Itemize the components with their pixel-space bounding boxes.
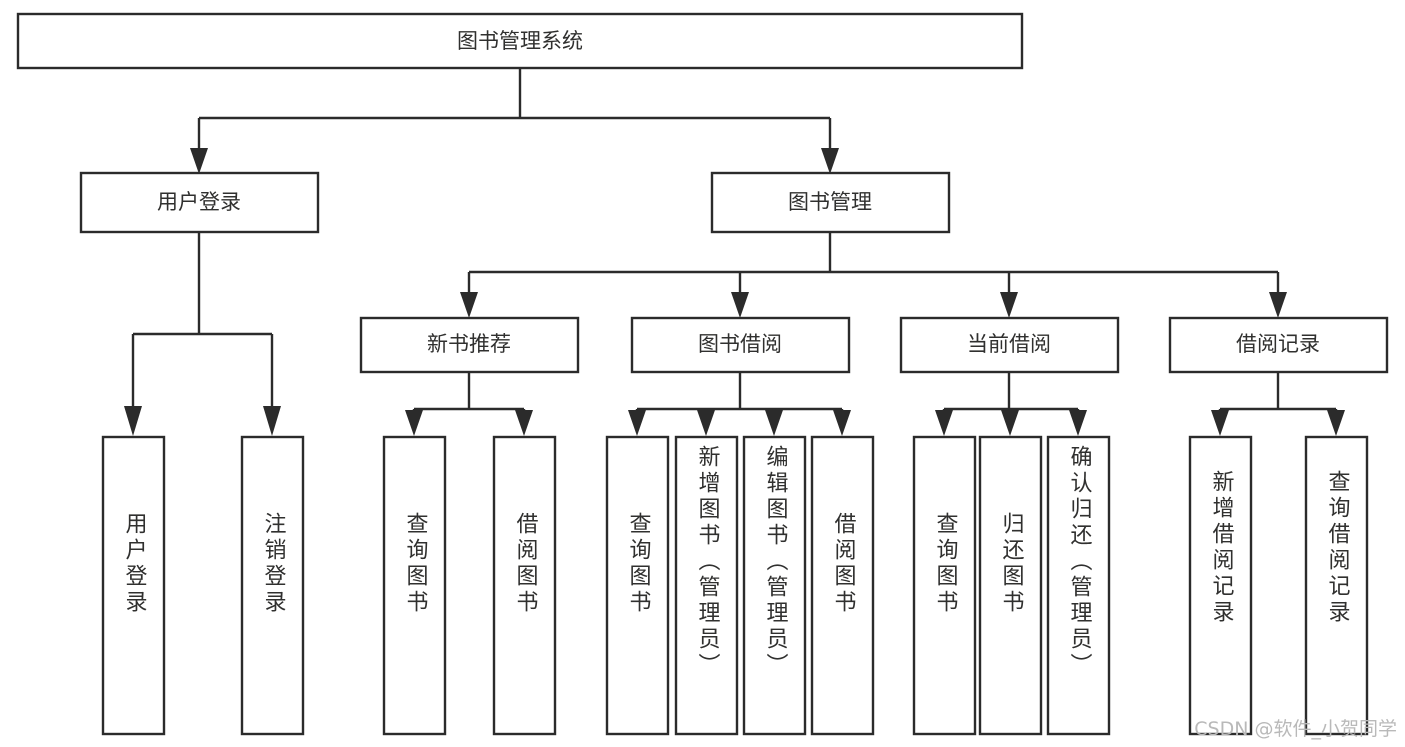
connector-group-book-borrow bbox=[628, 372, 851, 436]
node-current-borrow-label: 当前借阅 bbox=[967, 332, 1051, 356]
leaf-box-logout[interactable] bbox=[240, 435, 305, 736]
leaf-box-group-book-borrow bbox=[605, 435, 875, 736]
arrow-head-book-borrow bbox=[731, 292, 749, 318]
connector-group-user-login bbox=[124, 232, 281, 436]
connector-group-new-book bbox=[405, 372, 533, 436]
connector-group-root bbox=[190, 68, 839, 174]
arrow-head-leaf-query-record bbox=[1327, 410, 1345, 436]
node-borrow-record-box[interactable] bbox=[1168, 316, 1389, 374]
leaf-box-group-new-book bbox=[382, 435, 557, 736]
leaf-box-group-borrow-record bbox=[1188, 435, 1369, 736]
arrow-head-leaf-query-book-3 bbox=[935, 410, 953, 436]
leaf-box-query-book-2[interactable] bbox=[605, 435, 670, 736]
node-new-book-recommend-box[interactable] bbox=[359, 316, 580, 374]
node-new-book-recommend[interactable]: 新书推荐 bbox=[359, 316, 580, 374]
node-borrow-record[interactable]: 借阅记录 bbox=[1168, 316, 1389, 374]
node-current-borrow-box[interactable] bbox=[899, 316, 1120, 374]
leaf-box-borrow-book-1[interactable] bbox=[492, 435, 557, 736]
leaf-box-group-user-login bbox=[101, 435, 305, 736]
node-current-borrow[interactable]: 当前借阅 bbox=[899, 316, 1120, 374]
leaf-box-user-login[interactable] bbox=[101, 435, 166, 736]
arrow-head-user-login bbox=[190, 148, 208, 174]
arrow-head-current-borrow bbox=[1000, 292, 1018, 318]
node-root-system-label: 图书管理系统 bbox=[457, 29, 583, 53]
arrow-head-leaf-add-book bbox=[697, 410, 715, 436]
leaf-box-borrow-book-2[interactable] bbox=[810, 435, 875, 736]
leaf-box-query-book-1[interactable] bbox=[382, 435, 447, 736]
leaf-box-group-current-borrow bbox=[912, 435, 1111, 736]
csdn-watermark: CSDN @软件_小贺同学 bbox=[1194, 718, 1397, 740]
node-book-management-box[interactable] bbox=[710, 171, 951, 234]
connector-group-current-borrow bbox=[935, 372, 1087, 436]
arrow-head-leaf-user-login bbox=[124, 406, 142, 436]
arrow-head-book-mgmt bbox=[821, 148, 839, 174]
arrow-head-leaf-query-book-2 bbox=[628, 410, 646, 436]
node-root-system-box[interactable] bbox=[16, 12, 1024, 70]
node-book-management-label: 图书管理 bbox=[788, 190, 872, 214]
node-borrow-record-label: 借阅记录 bbox=[1236, 332, 1320, 356]
node-book-borrow-label: 图书借阅 bbox=[698, 332, 782, 356]
arrow-head-leaf-borrow-book-2 bbox=[833, 410, 851, 436]
connector-group-borrow-record bbox=[1211, 372, 1345, 436]
arrow-head-borrow-record bbox=[1269, 292, 1287, 318]
node-new-book-recommend-label: 新书推荐 bbox=[427, 332, 511, 356]
node-book-borrow-box[interactable] bbox=[630, 316, 851, 374]
arrow-head-new-book bbox=[460, 292, 478, 318]
leaf-box-query-book-3[interactable] bbox=[912, 435, 977, 736]
leaf-box-add-record[interactable] bbox=[1188, 435, 1253, 736]
arrow-head-leaf-return-book bbox=[1001, 410, 1019, 436]
arrow-head-leaf-edit-book bbox=[765, 410, 783, 436]
node-book-borrow[interactable]: 图书借阅 bbox=[630, 316, 851, 374]
connector-group-book-mgmt bbox=[460, 232, 1287, 318]
node-user-login-label: 用户登录 bbox=[157, 190, 241, 214]
leaf-box-edit-book[interactable] bbox=[742, 435, 807, 736]
arrow-head-leaf-borrow-book-1 bbox=[515, 410, 533, 436]
arrow-head-leaf-query-book-1 bbox=[405, 410, 423, 436]
leaf-box-query-record[interactable] bbox=[1304, 435, 1369, 736]
arrow-head-leaf-add-record bbox=[1211, 410, 1229, 436]
leaf-box-confirm-return[interactable] bbox=[1046, 435, 1111, 736]
leaf-box-return-book[interactable] bbox=[978, 435, 1043, 736]
node-book-management[interactable]: 图书管理 bbox=[710, 171, 951, 234]
arrow-head-leaf-confirm-return bbox=[1069, 410, 1087, 436]
leaf-box-add-book[interactable] bbox=[674, 435, 739, 736]
node-user-login-box[interactable] bbox=[79, 171, 320, 234]
node-user-login[interactable]: 用户登录 bbox=[79, 171, 320, 234]
arrow-head-leaf-logout bbox=[263, 406, 281, 436]
node-root-system[interactable]: 图书管理系统 bbox=[16, 12, 1024, 70]
